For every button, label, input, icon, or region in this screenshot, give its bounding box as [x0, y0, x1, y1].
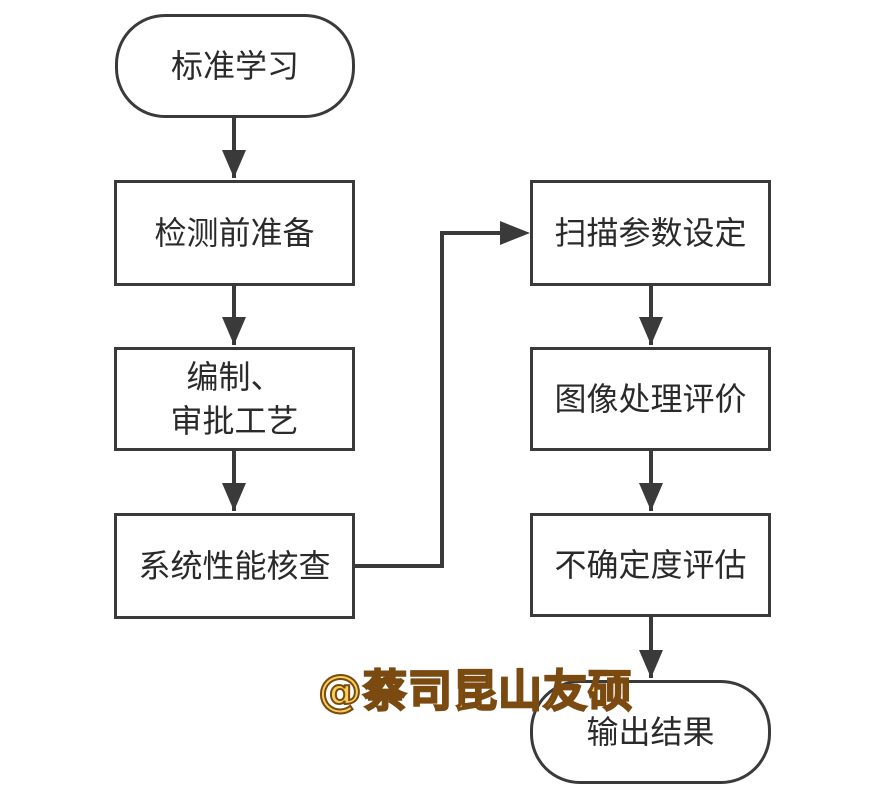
- arrowhead-check-to-scan: [500, 221, 530, 245]
- check-step: 系统性能核查: [114, 513, 355, 619]
- start-terminal: 标准学习: [115, 14, 355, 118]
- uncertainty-label: 不确定度评估: [554, 546, 747, 584]
- check-label: 系统性能核查: [138, 547, 331, 585]
- arrowhead-start-to-prep: [222, 150, 246, 178]
- output-label: 输出结果: [586, 713, 715, 751]
- arrowhead-image-to-uncertainty: [639, 483, 663, 511]
- arrowhead-compile-to-check: [222, 483, 246, 511]
- compile-label-line1: 编制、: [186, 358, 283, 396]
- uncertainty-step: 不确定度评估: [530, 513, 771, 617]
- arrow-check-to-scan: [355, 231, 504, 568]
- arrowhead-prep-to-compile: [222, 317, 246, 345]
- start-label: 标准学习: [170, 47, 299, 85]
- arrowhead-scan-to-image: [639, 317, 663, 345]
- output-terminal: 输出结果: [530, 680, 771, 784]
- compile-label-line2: 审批工艺: [170, 402, 299, 440]
- image-step: 图像处理评价: [530, 347, 771, 451]
- prep-label: 检测前准备: [154, 214, 315, 252]
- watermark-text: @蔡司昆山友硕: [317, 665, 633, 718]
- compile-step: 编制、 审批工艺: [114, 347, 355, 451]
- image-label: 图像处理评价: [554, 380, 747, 418]
- prep-step: 检测前准备: [114, 180, 355, 286]
- arrowhead-uncertainty-to-output: [639, 650, 663, 678]
- scan-label: 扫描参数设定: [554, 214, 747, 252]
- scan-step: 扫描参数设定: [530, 180, 771, 286]
